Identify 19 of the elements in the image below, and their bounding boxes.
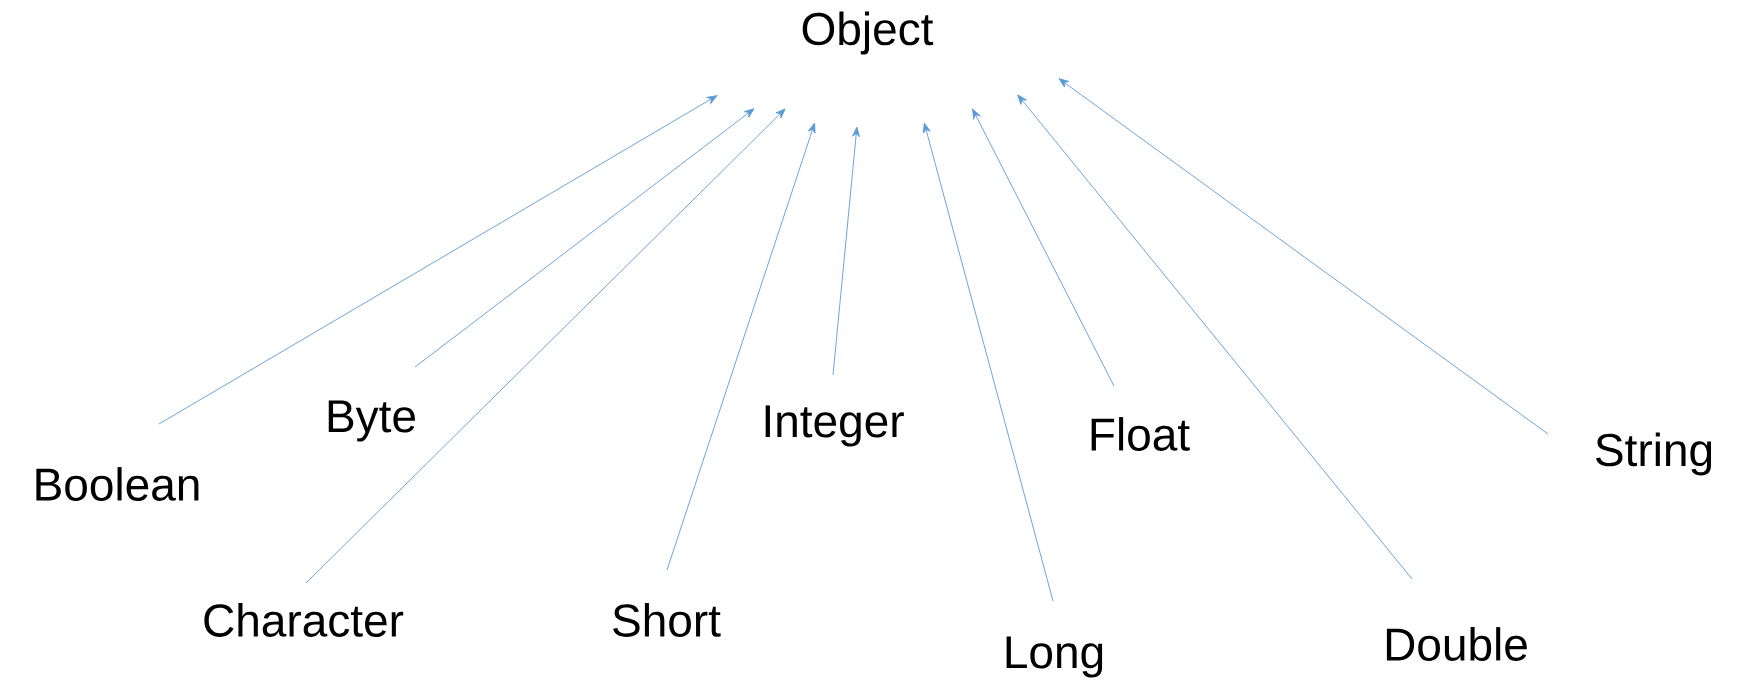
type-label: Float — [1091, 417, 1190, 451]
arrow — [666, 122, 816, 571]
type-label: Object — [802, 11, 934, 55]
arrow — [1058, 78, 1549, 435]
arrow — [414, 108, 755, 368]
type-label: Byte — [328, 400, 415, 442]
arrow — [305, 108, 786, 584]
arrow — [972, 108, 1115, 387]
arrow — [158, 95, 718, 425]
type-label: Long — [1006, 636, 1103, 678]
type-label: Integer — [765, 405, 904, 447]
type-label: Character — [204, 603, 404, 637]
arrow — [832, 126, 860, 376]
arrow — [922, 122, 1054, 602]
arrow — [1017, 94, 1413, 580]
type-label: String — [1596, 432, 1712, 476]
type-label: Double — [1386, 627, 1527, 661]
type-label: Short — [613, 603, 721, 637]
type-label: Boolean — [36, 467, 199, 501]
